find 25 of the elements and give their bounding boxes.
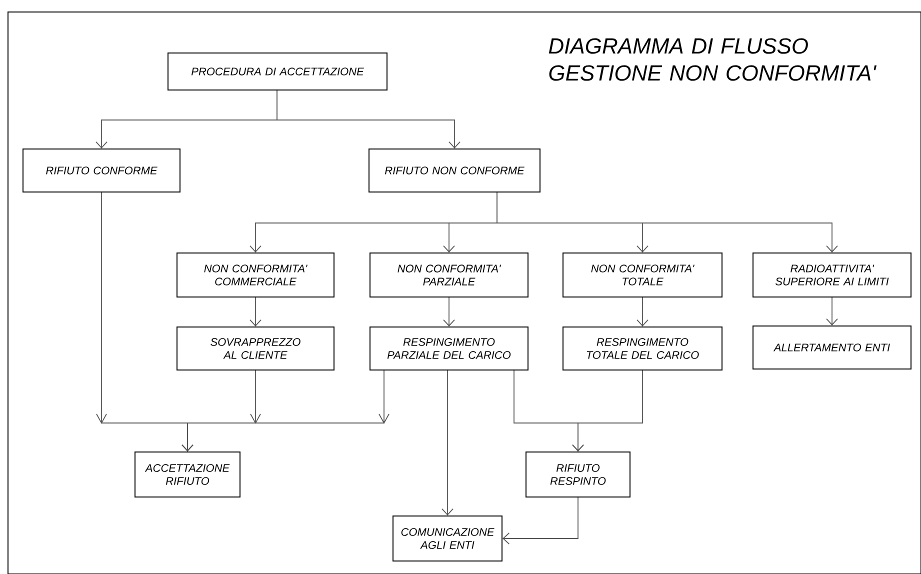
process-box: ACCETTAZIONE RIFIUTO [134, 452, 240, 498]
process-box: RADIOATTIVITA' SUPERIORE AI LIMITI [752, 252, 912, 298]
process-box: RIFIUTO CONFORME [22, 148, 180, 192]
process-box: NON CONFORMITA' TOTALE [562, 252, 722, 298]
arrow [276, 90, 460, 148]
arrow [502, 497, 578, 544]
process-box: SOVRAPPREZZO AL CLIENTE [176, 326, 334, 370]
arrow [496, 192, 838, 252]
process-box: RESPINGIMENTO TOTALE DEL CARICO [562, 326, 722, 370]
diagram-title: DIAGRAMMA DI FLUSSO GESTIONE NON CONFORMITA' [548, 38, 877, 81]
arrow [636, 297, 648, 326]
process-box: COMUNICAZIONE AGLI ENTI [392, 516, 502, 562]
process-box: RESPINGIMENTO PARZIALE DEL CARICO [370, 326, 528, 370]
process-box: NON CONFORMITA' PARZIALE [370, 252, 528, 298]
process-box: NON CONFORMITA' COMMERCIALE [176, 252, 334, 298]
arrow [572, 370, 643, 452]
process-box: ALLERTAMENTO ENTI [752, 326, 912, 370]
process-box: PROCEDURA DI ACCETTAZIONE [168, 52, 388, 90]
arrow [826, 297, 838, 326]
arrow [443, 297, 455, 326]
arrow [250, 297, 262, 326]
arrow [442, 370, 454, 516]
process-box: RIFIUTO NON CONFORME [368, 148, 540, 192]
process-box: RIFIUTO RESPINTO [526, 452, 630, 498]
arrow [182, 370, 390, 452]
